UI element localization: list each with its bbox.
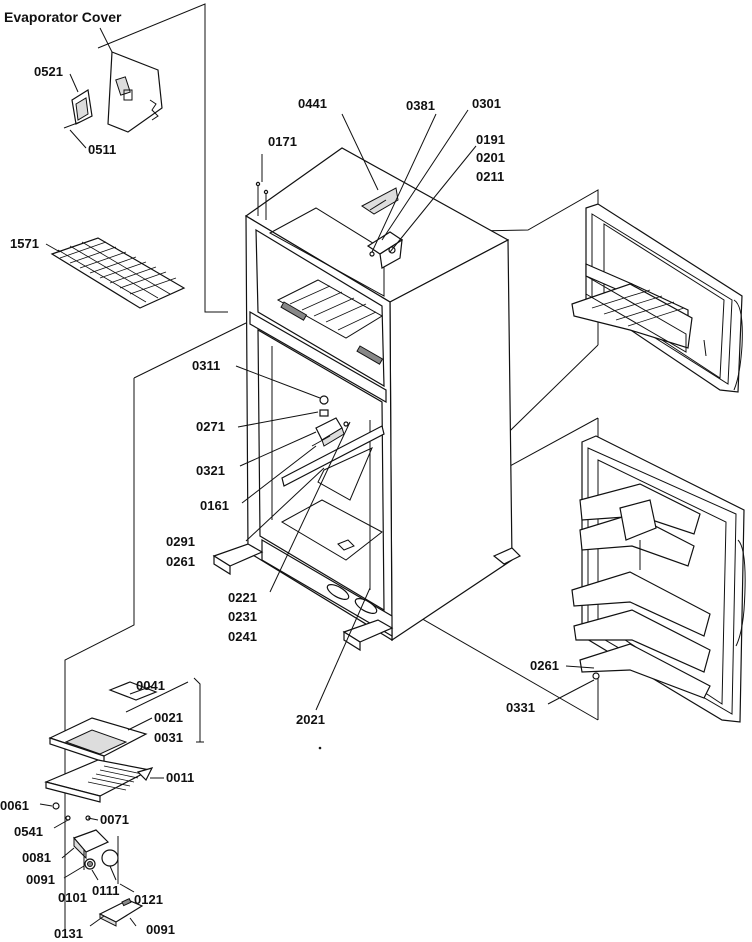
callout-0221: 0221 xyxy=(228,590,257,605)
callout-0021: 0021 xyxy=(154,710,183,725)
gasket-strip xyxy=(108,681,158,701)
callout-0511: 0511 xyxy=(88,142,116,157)
callout-0041: 0041 xyxy=(136,678,165,693)
light-socket xyxy=(52,802,91,821)
callout-0091-lower: 0091 xyxy=(146,922,175,937)
center-rail xyxy=(281,425,385,501)
lamp-and-socket xyxy=(84,849,119,870)
callout-0241: 0241 xyxy=(228,629,257,644)
hinge-cover xyxy=(361,187,399,215)
callout-0121: 0121 xyxy=(134,892,163,907)
control-tube xyxy=(125,677,204,743)
callout-0521: 0521 xyxy=(34,64,63,79)
callout-0261-left: 0261 xyxy=(166,554,195,569)
callout-0541: 0541 xyxy=(14,824,43,839)
callout-0291: 0291 xyxy=(166,534,195,549)
evaporator-cover-title: Evaporator Cover xyxy=(4,9,122,25)
speck xyxy=(318,746,322,750)
callout-0131: 0131 xyxy=(54,926,83,941)
callout-0101: 0101 xyxy=(58,890,87,905)
callout-0171: 0171 xyxy=(268,134,297,149)
evaporator-bracket xyxy=(71,89,93,125)
callout-0091-upper: 0091 xyxy=(26,872,55,887)
evaporator-cover-leader xyxy=(99,27,113,53)
center-hinge xyxy=(311,395,349,447)
switch-housing xyxy=(72,829,110,870)
refrigerator-cabinet xyxy=(212,147,522,652)
screw-0511 xyxy=(63,121,81,129)
callout-0321: 0321 xyxy=(196,463,225,478)
control-housing-upper xyxy=(48,717,148,763)
callout-0211: 0211 xyxy=(476,169,504,184)
callout-0311: 0311 xyxy=(192,358,220,373)
wire-shelf xyxy=(50,237,186,309)
light-shield xyxy=(44,759,154,803)
callout-0201: 0201 xyxy=(476,150,505,165)
callout-2021: 2021 xyxy=(296,712,325,727)
lamp-cover xyxy=(98,897,144,927)
callout-0271: 0271 xyxy=(196,419,225,434)
callout-0191: 0191 xyxy=(476,132,505,147)
top-hinge xyxy=(366,231,404,269)
callout-0081: 0081 xyxy=(22,850,51,865)
callout-0261-right: 0261 xyxy=(530,658,559,673)
callout-0061: 0061 xyxy=(0,798,29,813)
callout-0011: 0011 xyxy=(166,770,194,785)
callout-0331: 0331 xyxy=(506,700,535,715)
callout-0161: 0161 xyxy=(200,498,229,513)
freezer-door xyxy=(571,203,743,393)
callout-0031: 0031 xyxy=(154,730,183,745)
callout-0441: 0441 xyxy=(298,96,327,111)
callout-0301: 0301 xyxy=(472,96,501,111)
callout-0111: 0111 xyxy=(92,883,120,898)
fresh-food-door xyxy=(571,435,746,723)
callout-0381: 0381 xyxy=(406,98,435,113)
evaporator-cover xyxy=(107,51,163,133)
callout-1571: 1571 xyxy=(10,236,39,251)
callout-0231: 0231 xyxy=(228,609,257,624)
callout-0071: 0071 xyxy=(100,812,129,827)
screws-0171 xyxy=(255,181,269,220)
